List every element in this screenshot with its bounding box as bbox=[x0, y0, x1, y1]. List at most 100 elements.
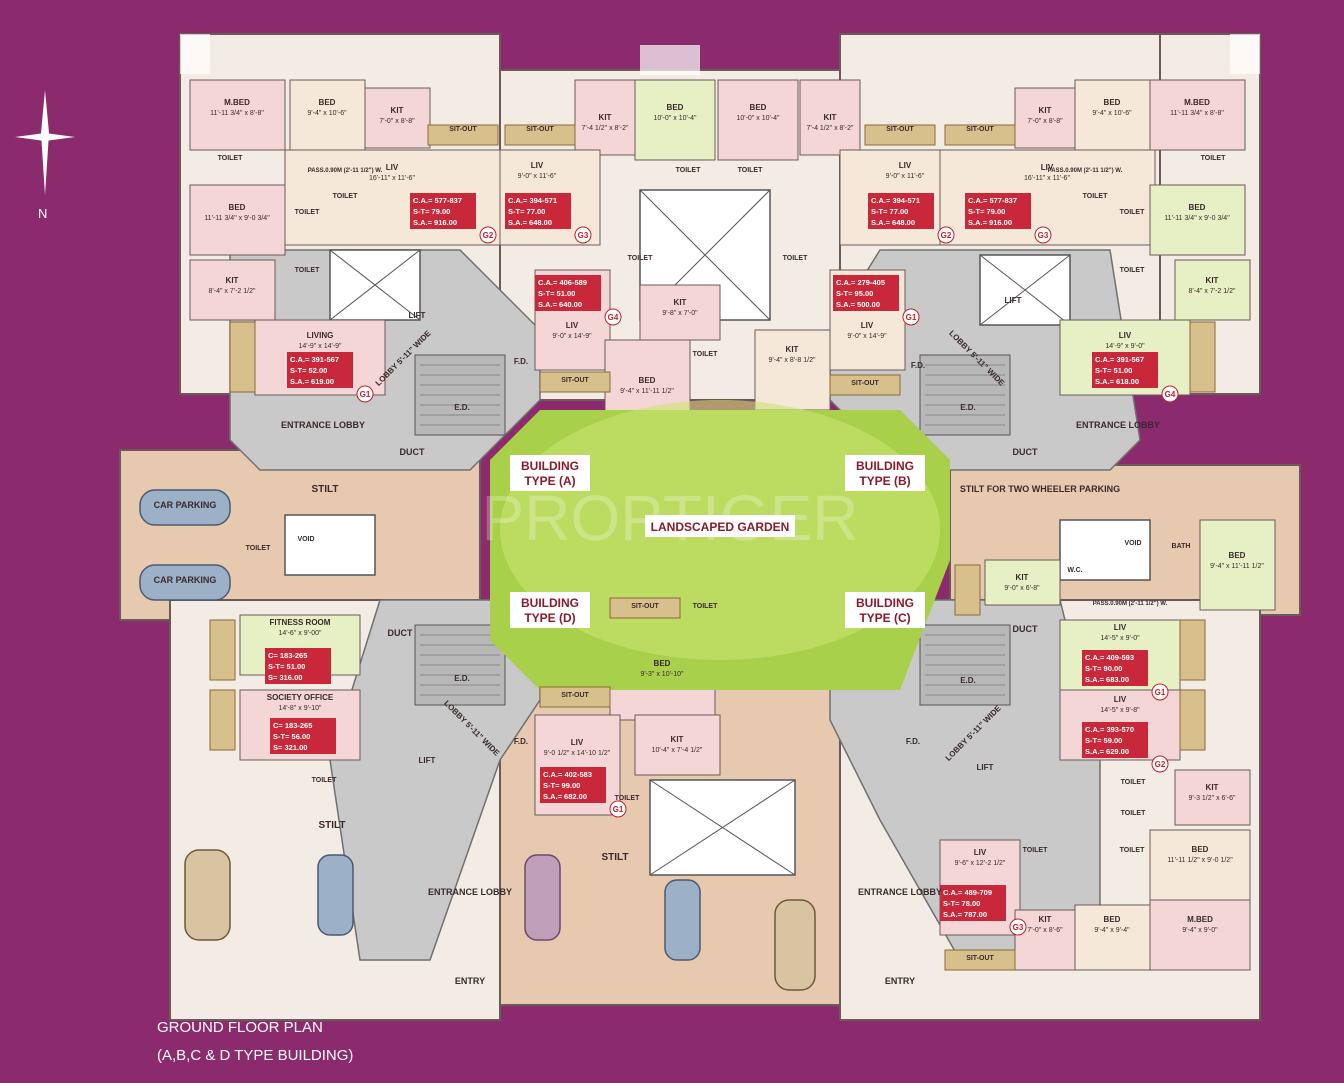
sitout-label: SIT-OUT bbox=[851, 380, 879, 387]
room-name: LIV bbox=[531, 161, 544, 170]
stilt-label-left: STILT bbox=[311, 484, 338, 495]
toilet-label: TOILET bbox=[1121, 779, 1146, 786]
lift-label-a: LIFT bbox=[409, 311, 426, 320]
building-type-b-line1: BUILDING bbox=[856, 459, 914, 473]
building-type-a-label: BUILDING TYPE (A) bbox=[510, 455, 590, 491]
room-dimensions: 9'-4" x 8'-8 1/2" bbox=[769, 357, 816, 364]
room-dimensions: 16'-11" x 11'-6" bbox=[369, 175, 415, 182]
unit-tag-circle bbox=[609, 800, 627, 818]
unit-tag-circle bbox=[902, 308, 920, 326]
room-dimensions: 9'-0" x 14'-9" bbox=[847, 333, 887, 340]
room-name: BED bbox=[1229, 551, 1246, 560]
carpet-area: C.A.= 391-567 bbox=[290, 355, 339, 364]
unit-tag: G2 bbox=[1155, 760, 1166, 769]
unit-tag: G3 bbox=[578, 231, 589, 240]
room-name: KIT bbox=[674, 298, 687, 307]
room-dimensions: 11'-11 1/2" x 9'-0 1/2" bbox=[1167, 857, 1233, 864]
sitout-label: SIT-OUT bbox=[449, 126, 477, 133]
ed-label-c: E.D. bbox=[960, 676, 976, 685]
toilet-label: TOILET bbox=[1201, 155, 1226, 162]
carpet-area: C= 183-265 bbox=[273, 721, 312, 730]
carpet-area: C.A.= 577-837 bbox=[968, 196, 1017, 205]
stat-box-bg bbox=[535, 275, 601, 311]
stat-box-bg bbox=[833, 275, 899, 311]
room-dimensions: 11'-11 3/4" x 9'-0 3/4" bbox=[204, 215, 270, 222]
room-name: KIT bbox=[1039, 106, 1052, 115]
building-type-b-label: BUILDING TYPE (B) bbox=[845, 455, 925, 491]
toilet-label: TOILET bbox=[628, 255, 653, 262]
lift-label-c: LIFT bbox=[977, 763, 994, 772]
toilet-label: TOILET bbox=[295, 267, 320, 274]
fd-label-c: F.D. bbox=[906, 737, 920, 746]
unit-tag: G3 bbox=[1013, 923, 1024, 932]
saleable-area: S.A.= 682.00 bbox=[543, 792, 587, 801]
stat-box-bg bbox=[265, 648, 331, 684]
duct-label-d: DUCT bbox=[388, 628, 413, 638]
toilet-sitout-labels: TOILET TOILET TOILET TOILET TOILET TOILE… bbox=[218, 126, 1226, 962]
stat-box-bg bbox=[505, 193, 571, 229]
toilet-label: TOILET bbox=[738, 167, 763, 174]
building-type-c-line1: BUILDING bbox=[856, 596, 914, 610]
stat-box-bg bbox=[868, 193, 934, 229]
ed-label-a: E.D. bbox=[454, 403, 470, 412]
sitout-label: SIT-OUT bbox=[561, 692, 589, 699]
stat-box-bg bbox=[540, 767, 606, 803]
room-dimensions: 9'-8" x 7'-0" bbox=[662, 310, 698, 317]
room-name: BED bbox=[1104, 915, 1121, 924]
lift-label-b: LIFT bbox=[1005, 296, 1022, 305]
room-dimensions: 9'-4" x 11'-11 1/2" bbox=[620, 388, 674, 395]
room-dimensions: 9'-4" x 10'-6" bbox=[307, 110, 347, 117]
unit-tag-circle bbox=[1151, 755, 1169, 773]
room-name: KIT bbox=[1039, 915, 1052, 924]
north-compass-icon bbox=[15, 90, 75, 195]
unit-tag: G1 bbox=[906, 313, 917, 322]
room-dimensions: 11'-11 3/4" x 8'-8" bbox=[1170, 110, 1224, 117]
carpet-area: C.A.= 279-405 bbox=[836, 278, 885, 287]
carpet-area: C.A.= 409-593 bbox=[1085, 653, 1134, 662]
building-type-d-label: BUILDING TYPE (D) bbox=[510, 592, 590, 628]
saleable-area: S.A.= 648.00 bbox=[871, 218, 915, 227]
sitout-label: SIT-OUT bbox=[526, 126, 554, 133]
sitout-area: S-T= 95.00 bbox=[836, 289, 873, 298]
stat-box-bg bbox=[940, 885, 1006, 921]
room-dimensions: 11'-11 3/4" x 8'-8" bbox=[210, 110, 264, 117]
unit-tag: G1 bbox=[1155, 688, 1166, 697]
room-name: BED bbox=[1104, 98, 1121, 107]
carpet-area: C.A.= 577-837 bbox=[413, 196, 462, 205]
saleable-area: S.A.= 916.00 bbox=[968, 218, 1012, 227]
stat-box-bg bbox=[1092, 352, 1158, 388]
toilet-label: TOILET bbox=[1120, 847, 1145, 854]
room-name: FITNESS ROOM bbox=[270, 618, 331, 627]
unit-tag: G1 bbox=[613, 805, 624, 814]
unit-tag-circle bbox=[1034, 226, 1052, 244]
sitout-area: S-T= 51.00 bbox=[268, 662, 305, 671]
saleable-area: S.A.= 618.00 bbox=[1095, 377, 1139, 386]
toilet-label: TOILET bbox=[333, 193, 358, 200]
room-dimensions: 9'-0" x 11'-6" bbox=[518, 173, 557, 180]
pass-label-a: PASS.0.90M (2'-11 1/2") W. bbox=[308, 168, 383, 174]
toilet-label: TOILET bbox=[246, 545, 271, 552]
room-dimensions: 14'-5" x 9'-8" bbox=[1100, 707, 1140, 714]
carpet-area: C.A.= 406-589 bbox=[538, 278, 587, 287]
fd-label-b: F.D. bbox=[911, 361, 925, 370]
landscaped-garden-label: LANDSCAPED GARDEN bbox=[645, 515, 795, 537]
room-dimensions: 8'-4" x 7'-2 1/2" bbox=[1189, 288, 1236, 295]
duct-label-b: DUCT bbox=[1013, 447, 1038, 457]
wc-label: W.C. bbox=[1067, 567, 1082, 574]
room-name: BED bbox=[750, 103, 767, 112]
sitout-area: S-T= 51.00 bbox=[1095, 366, 1132, 375]
saleable-area: S.A.= 787.00 bbox=[943, 910, 987, 919]
building-type-d-line2: TYPE (D) bbox=[524, 611, 575, 625]
room-name: KIT bbox=[226, 276, 239, 285]
sitout-label: SIT-OUT bbox=[561, 377, 589, 384]
fd-label-d: F.D. bbox=[514, 737, 528, 746]
